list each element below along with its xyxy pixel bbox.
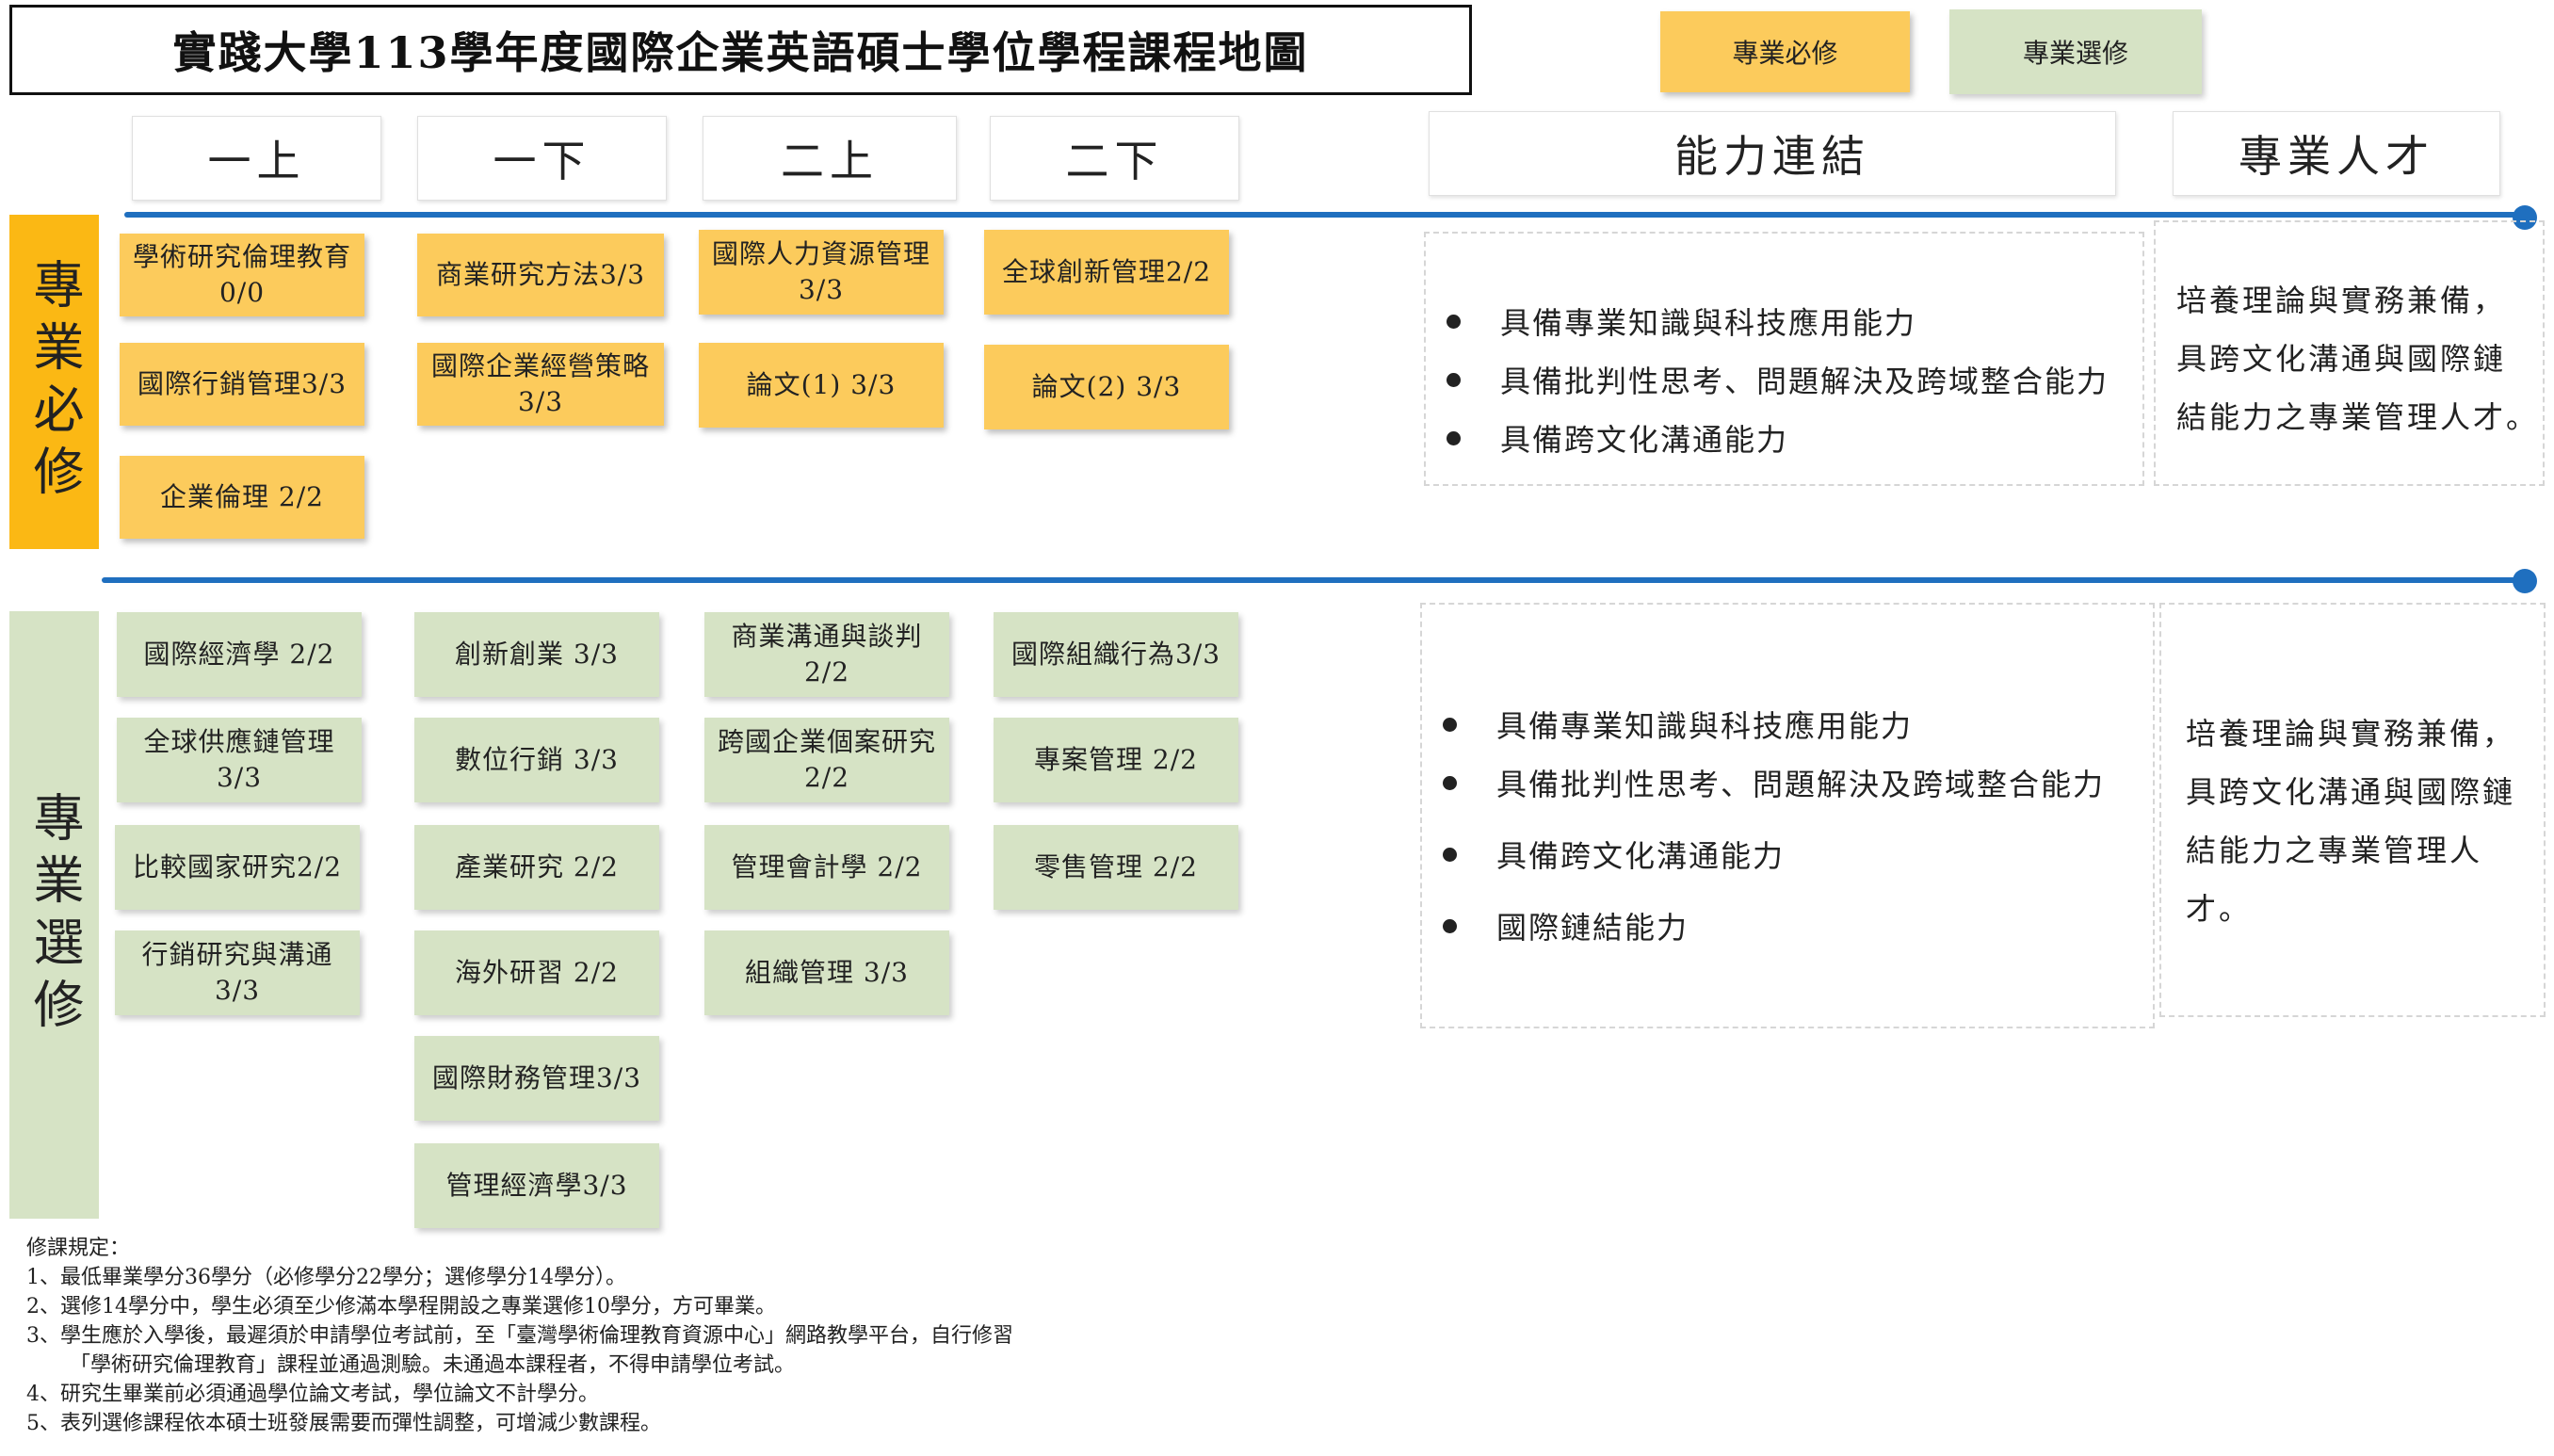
rules-heading: 修課規定： xyxy=(26,1237,131,1260)
bullet-icon xyxy=(1447,314,1461,329)
bullet-icon xyxy=(1443,775,1457,790)
course-elective: 專案管理 2/2 xyxy=(994,718,1238,802)
course-elective: 全球供應鏈管理 3/3 xyxy=(117,718,362,802)
course-required: 國際人力資源管理 3/3 xyxy=(699,230,944,315)
rule-line: 4、研究生畢業前必須通過學位論文考試，學位論文不計學分。 xyxy=(26,1383,599,1406)
course-elective: 管理會計學 2/2 xyxy=(704,825,949,910)
ability-item: 具備跨文化溝通能力 xyxy=(1443,812,2153,897)
course-required: 學術研究倫理教育 0/0 xyxy=(120,234,364,316)
legend-required: 專業必修 xyxy=(1660,11,1910,92)
course-elective: 國際組織行為3/3 xyxy=(994,612,1238,697)
ability-item: 具備批判性思考、問題解決及跨域整合能力 xyxy=(1447,350,2142,409)
course-required: 國際行銷管理3/3 xyxy=(120,343,364,426)
side-label-required: 專業必修 xyxy=(9,215,99,549)
ability-box-required: 具備專業知識與科技應用能力 具備批判性思考、問題解決及跨域整合能力 具備跨文化溝… xyxy=(1424,232,2144,486)
rule-line: 1、最低畢業學分36學分（必修學分22學分；選修學分14學分）。 xyxy=(26,1266,626,1289)
talent-box-required: 培養理論與實務兼備， 具跨文化溝通與國際鏈 結能力之專業管理人才。 xyxy=(2154,220,2545,486)
course-elective: 國際財務管理3/3 xyxy=(414,1036,659,1121)
course-elective: 國際經濟學 2/2 xyxy=(117,612,362,697)
timeline-required-end xyxy=(2513,205,2537,230)
side-label-elective: 專業選修 xyxy=(9,611,99,1219)
header-year1-spring: 一下 xyxy=(417,116,667,201)
bullet-icon xyxy=(1447,430,1461,445)
bullet-icon xyxy=(1443,918,1457,933)
course-required: 國際企業經營策略 3/3 xyxy=(417,343,664,426)
course-rules: 修課規定： 1、最低畢業學分36學分（必修學分22學分；選修學分14學分）。 2… xyxy=(26,1234,1013,1438)
course-elective: 零售管理 2/2 xyxy=(994,825,1238,910)
timeline-elective xyxy=(102,577,2522,583)
course-required: 全球創新管理2/2 xyxy=(984,230,1229,315)
ability-item: 具備專業知識與科技應用能力 xyxy=(1443,695,2153,753)
course-elective: 產業研究 2/2 xyxy=(414,825,659,910)
course-elective: 創新創業 3/3 xyxy=(414,612,659,697)
course-required: 企業倫理 2/2 xyxy=(120,456,364,539)
header-ability: 能力連結 xyxy=(1429,111,2116,196)
timeline-required xyxy=(124,212,2521,218)
ability-item: 具備專業知識與科技應用能力 xyxy=(1447,292,2142,350)
legend-elective: 專業選修 xyxy=(1949,9,2202,94)
course-elective: 組織管理 3/3 xyxy=(704,930,949,1015)
course-elective: 商業溝通與談判 2/2 xyxy=(704,612,949,697)
page-title: 實踐大學113學年度國際企業英語碩士學位學程課程地圖 xyxy=(9,5,1472,95)
course-elective: 海外研習 2/2 xyxy=(414,930,659,1015)
header-year2-fall: 二上 xyxy=(703,116,957,201)
bullet-icon xyxy=(1447,372,1461,387)
ability-box-elective: 具備專業知識與科技應用能力 具備批判性思考、問題解決及跨域整合能力 具備跨文化溝… xyxy=(1420,603,2155,1028)
timeline-elective-end xyxy=(2513,569,2537,593)
rule-line: 「學術研究倫理教育」課程並通過測驗。未通過本課程者，不得申請學位考試。 xyxy=(70,1353,796,1377)
rule-line: 2、選修14學分中，學生必須至少修滿本學程開設之專業選修10學分，方可畢業。 xyxy=(26,1295,776,1318)
bullet-icon xyxy=(1443,717,1457,732)
header-year1-fall: 一上 xyxy=(132,116,381,201)
course-required: 論文(2) 3/3 xyxy=(984,345,1229,429)
ability-item: 具備跨文化溝通能力 xyxy=(1447,409,2142,467)
bullet-icon xyxy=(1443,847,1457,862)
course-required: 論文(1) 3/3 xyxy=(699,343,944,428)
ability-item: 具備批判性思考、問題解決及跨域整合能力 xyxy=(1443,753,2153,812)
course-required: 商業研究方法3/3 xyxy=(417,234,664,316)
rule-line: 3、學生應於入學後，最遲須於申請學位考試前，至「臺灣學術倫理教育資源中心」網路教… xyxy=(26,1324,1014,1348)
course-elective: 管理經濟學3/3 xyxy=(414,1143,659,1228)
rule-line: 5、表列選修課程依本碩士班發展需要而彈性調整，可增減少數課程。 xyxy=(26,1412,661,1435)
header-year2-spring: 二下 xyxy=(990,116,1239,201)
header-talent: 專業人才 xyxy=(2173,111,2500,196)
ability-item: 國際鏈結能力 xyxy=(1443,897,2153,955)
course-elective: 數位行銷 3/3 xyxy=(414,718,659,802)
course-elective: 跨國企業個案研究 2/2 xyxy=(704,718,949,802)
course-elective: 比較國家研究2/2 xyxy=(115,825,360,910)
course-elective: 行銷研究與溝通 3/3 xyxy=(115,930,360,1015)
talent-box-elective: 培養理論與實務兼備， 具跨文化溝通與國際鏈 結能力之專業管理人才。 xyxy=(2159,603,2546,1017)
